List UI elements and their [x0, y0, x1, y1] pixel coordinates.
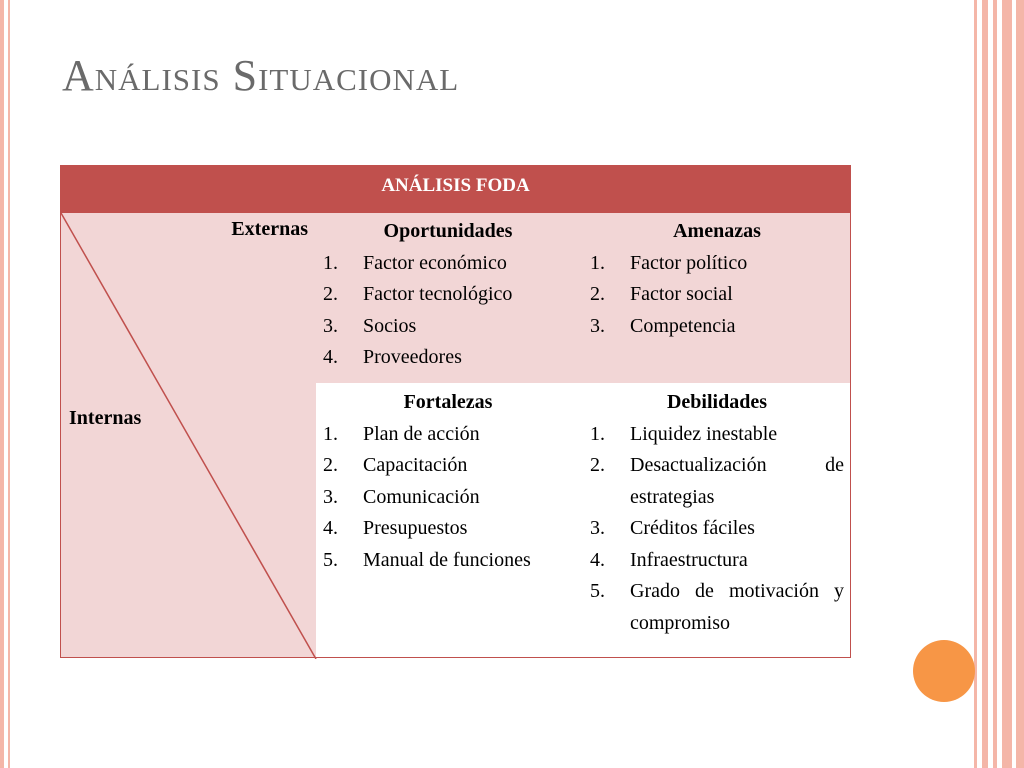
list-item-number: 3.	[590, 517, 605, 539]
debilidades-cell: Debilidades 1. Liquidez inestable 2. Desact…	[590, 387, 844, 639]
list-item-number: 4.	[323, 346, 338, 368]
list-item-number: 3.	[590, 314, 605, 337]
list-item-text: Proveedores	[363, 346, 462, 368]
list-item-text: Presupuestos	[363, 517, 468, 539]
list-item-text: Socios	[363, 314, 417, 337]
list-item-number: 1.	[323, 422, 338, 445]
list-item-text: Factor político	[630, 251, 748, 274]
amenazas-list: 1. Factor político 2. Factor social 3. Compet…	[590, 248, 844, 343]
oportunidades-cell: Oportunidades 1. Factor económico 2. Factor…	[323, 216, 573, 374]
list-item-number: 5.	[323, 548, 338, 571]
debilidades-list: 1. Liquidez inestable 2. Desactualización d…	[590, 419, 844, 640]
list-item: 1. Factor político	[590, 248, 844, 280]
list-item: 5. Manual de funciones	[323, 545, 573, 577]
list-item-number: 3.	[323, 314, 338, 337]
list-item-text: Factor social	[630, 283, 733, 305]
list-item-number: 1.	[590, 251, 605, 274]
list-item: 4. Infraestructura	[590, 545, 844, 577]
oportunidades-list: 1. Factor económico 2. Factor tecnológico 3.…	[323, 248, 573, 374]
list-item: 2. Factor tecnológico	[323, 279, 573, 311]
list-item: 5. Grado de motivación y compromiso	[590, 576, 844, 639]
list-item: 3. Competencia	[590, 311, 844, 343]
amenazas-cell: Amenazas 1. Factor político 2. Factor socia…	[590, 216, 844, 342]
list-item-text: Infraestructura	[630, 548, 748, 571]
list-item-number: 2.	[323, 454, 338, 476]
list-item-text: Grado de motivación y compromiso	[630, 580, 844, 634]
foda-header: ANÁLISIS FODA	[61, 166, 850, 213]
diagonal-divider	[61, 213, 317, 659]
list-item-text: Desactualización de estrategias	[630, 454, 844, 508]
list-item-text: Plan de acción	[363, 422, 480, 445]
list-item: 1. Factor económico	[323, 248, 573, 280]
list-item: 3. Comunicación	[323, 482, 573, 514]
list-item: 2. Desactualización de estrategias	[590, 450, 844, 513]
list-item-number: 2.	[590, 283, 605, 305]
list-item-number: 4.	[323, 517, 338, 539]
internas-label: Internas	[69, 407, 142, 429]
right-decorative-stripes	[974, 0, 1024, 768]
list-item: 2. Factor social	[590, 279, 844, 311]
left-border-stripe	[0, 0, 4, 768]
list-item: 2. Capacitación	[323, 450, 573, 482]
list-item-text: Comunicación	[363, 485, 480, 508]
fortalezas-debilidades-area	[316, 383, 850, 657]
list-item: 3. Créditos fáciles	[590, 513, 844, 545]
list-item-number: 2.	[590, 454, 605, 476]
debilidades-title: Debilidades	[666, 391, 768, 413]
list-item-number: 1.	[323, 251, 338, 274]
list-item-text: Manual de funciones	[363, 548, 531, 571]
list-item-text: Créditos fáciles	[630, 517, 755, 539]
list-item-text: Factor tecnológico	[363, 283, 513, 305]
list-item: 1. Plan de acción	[323, 419, 573, 451]
fortalezas-cell: Fortalezas 1. Plan de acción 2. Capacitació…	[323, 387, 573, 576]
fortalezas-title: Fortalezas	[403, 391, 493, 413]
foda-table: ANÁLISIS FODA Externas Internas Oportuni…	[60, 165, 851, 659]
amenazas-title: Amenazas	[673, 220, 761, 242]
list-item-number: 1.	[590, 422, 605, 445]
list-item-number: 3.	[323, 485, 338, 508]
fortalezas-list: 1. Plan de acción 2. Capacitación 3. Comunica…	[323, 419, 573, 577]
list-item-text: Capacitación	[363, 454, 468, 476]
list-item-number: 5.	[590, 580, 605, 602]
list-item: 4. Proveedores	[323, 342, 573, 374]
list-item-number: 4.	[590, 548, 605, 571]
list-item: 4. Presupuestos	[323, 513, 573, 545]
list-item: 1. Liquidez inestable	[590, 419, 844, 451]
left-border-line	[8, 0, 10, 768]
list-item-text: Factor económico	[363, 251, 507, 274]
list-item-number: 2.	[323, 283, 338, 305]
decorative-circle	[913, 640, 975, 702]
list-item: 3. Socios	[323, 311, 573, 343]
slide-title: Análisis Situacional	[62, 51, 460, 100]
externas-label: Externas	[231, 218, 308, 240]
oportunidades-title: Oportunidades	[383, 220, 513, 242]
list-item-text: Competencia	[630, 314, 736, 337]
list-item-text: Liquidez inestable	[630, 422, 778, 445]
